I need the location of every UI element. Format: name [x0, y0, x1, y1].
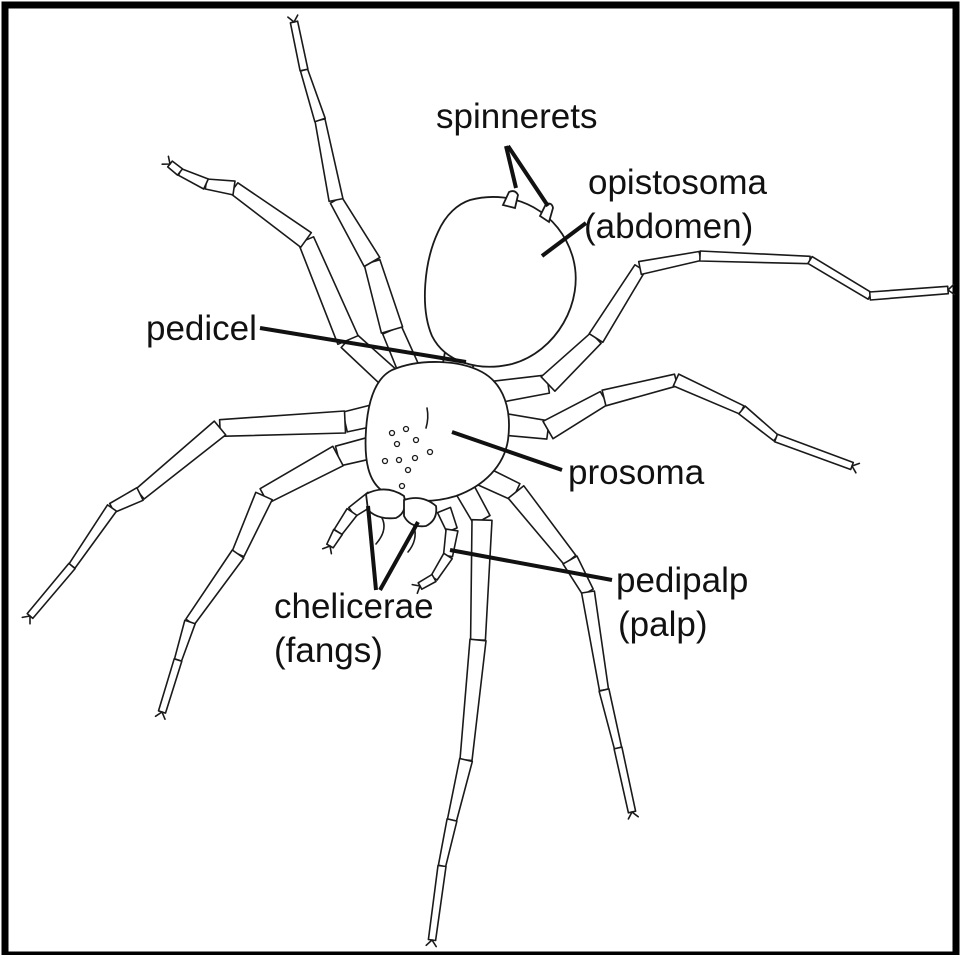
- leg-upper-left-1-segment: [301, 69, 326, 122]
- leg-front-left-2-segment: [232, 492, 272, 556]
- leg-lower-right-1-segment: [582, 591, 609, 691]
- leg-lower-middle-segment: [428, 866, 446, 941]
- leg-lower-right-1-segment: [508, 486, 576, 565]
- palp-left-claw: [323, 546, 332, 554]
- spinneret-left: [503, 191, 518, 208]
- leg-right-1-segment: [870, 286, 949, 300]
- leg-upper-left-1-segment: [364, 260, 403, 333]
- leg-right-2-claw: [852, 463, 859, 472]
- leg-front-left-1-segment: [110, 488, 143, 513]
- leg-upper-left-1-segment: [330, 197, 379, 267]
- palp-left-segment: [327, 530, 343, 548]
- palp-right-segment: [431, 553, 452, 580]
- label-prosoma: prosoma: [568, 453, 705, 492]
- leg-upper-left-2-segment: [205, 179, 235, 195]
- leg-right-2-segment: [602, 374, 677, 406]
- leg-front-left-2: [156, 435, 381, 719]
- leg-front-left-2-segment: [175, 620, 196, 661]
- palp-left-segment: [334, 509, 357, 535]
- label-opistosoma-alt: (abdomen): [584, 207, 753, 246]
- legs: [22, 15, 954, 947]
- leg-front-left-1-segment: [69, 505, 117, 568]
- leader-chelicera-right: [380, 522, 418, 590]
- leg-right-1-segment: [639, 252, 701, 275]
- chelicera-right: [404, 498, 436, 526]
- chelicera-left: [366, 489, 405, 518]
- leg-right-1-segment: [589, 265, 645, 343]
- leg-lower-middle-segment: [448, 759, 473, 822]
- leg-right-2-segment: [673, 374, 744, 414]
- leg-lower-right-1-segment: [614, 747, 636, 813]
- leg-right-2-segment: [775, 434, 854, 469]
- label-opistosoma: opistosoma: [588, 163, 768, 202]
- leg-right-1-segment: [700, 251, 810, 264]
- leg-front-left-2-segment: [186, 550, 244, 625]
- leg-lower-middle-segment: [471, 520, 492, 641]
- leg-upper-left-1-segment: [315, 119, 343, 201]
- fang-left: [376, 518, 384, 544]
- leg-upper-left-2-segment: [298, 237, 358, 344]
- leg-upper-left-1: [288, 15, 420, 376]
- label-spinnerets: spinnerets: [436, 97, 597, 136]
- leg-front-left-1-claw: [22, 616, 30, 624]
- label-pedipalp-alt: (palp): [618, 605, 707, 644]
- opistosoma-shape: [425, 197, 576, 367]
- leg-front-left-1-segment: [220, 411, 346, 436]
- leader-chelicera-left: [368, 506, 376, 590]
- leg-lower-middle-segment: [438, 819, 457, 867]
- leg-right-2-segment: [739, 406, 779, 441]
- label-chelicerae: chelicerae: [274, 587, 434, 626]
- leg-front-left-1-segment: [136, 421, 226, 499]
- leg-front-left-1-segment: [27, 563, 75, 618]
- leg-upper-left-2-segment: [230, 183, 311, 248]
- leg-right-1-segment: [808, 257, 872, 300]
- label-pedipalp: pedipalp: [616, 561, 748, 600]
- label-chelicerae-alt: (fangs): [274, 631, 383, 670]
- leg-lower-middle-segment: [460, 639, 486, 760]
- leg-upper-left-1-segment: [290, 21, 308, 71]
- leg-front-left-2-segment: [159, 659, 182, 713]
- palp-right-segment: [438, 507, 458, 532]
- leg-right-2-segment: [543, 392, 608, 439]
- leg-lower-right-1: [474, 465, 639, 819]
- label-pedicel: pedicel: [146, 309, 257, 348]
- leg-front-left-2-segment: [260, 446, 343, 503]
- leg-lower-right-1-segment: [599, 689, 622, 749]
- leg-upper-left-2-segment: [179, 169, 209, 189]
- leg-upper-left-2-claw: [162, 156, 170, 164]
